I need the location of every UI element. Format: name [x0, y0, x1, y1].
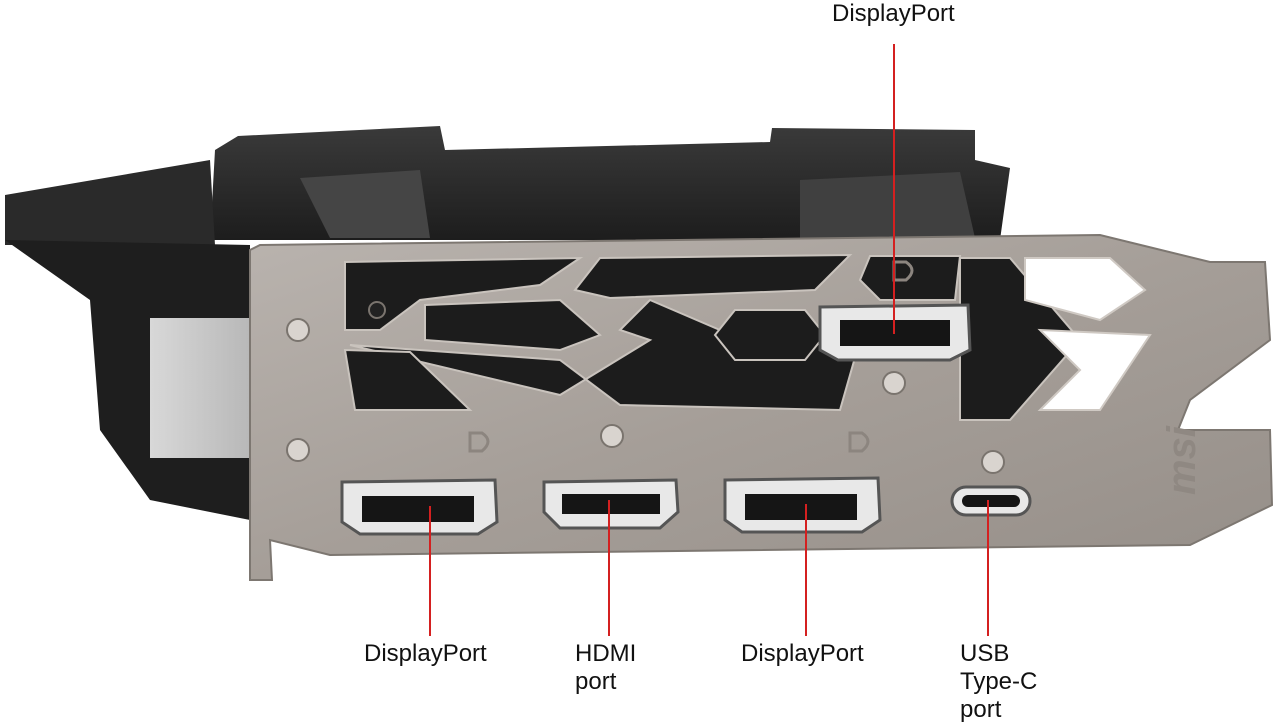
screws: [286, 301, 1005, 474]
label-top-displayport: DisplayPort: [832, 0, 955, 27]
bracket-vents: [343, 253, 1082, 421]
displayport-logo-icon: [468, 431, 490, 453]
label-hdmi-port: HDMI port: [575, 640, 637, 695]
screw-head-icon: [882, 371, 906, 395]
screw-head-icon: [286, 438, 310, 462]
label-displayport-right: DisplayPort: [741, 640, 864, 667]
screw-head-icon: [286, 318, 310, 342]
callout-lines: [429, 44, 989, 636]
msi-logo: msi: [1160, 425, 1204, 495]
screw-head-icon: [981, 450, 1005, 474]
bracket-cutouts-white: [1024, 257, 1152, 411]
label-usb-c-port: USB Type-C port: [960, 640, 1038, 723]
displayport-logo-icon: [892, 260, 914, 282]
embossed-port-icons: [468, 260, 914, 453]
port-hdmi: [542, 478, 680, 530]
label-displayport-left: DisplayPort: [364, 640, 487, 667]
displayport-logo-icon: [848, 431, 870, 453]
heatsink-block: [150, 318, 250, 458]
port-usb-c: [950, 485, 1032, 517]
screw-head-icon: [600, 424, 624, 448]
port-displayport-left: [340, 478, 499, 536]
screw-head-icon: [368, 301, 386, 319]
port-displayport-right: [723, 476, 882, 534]
